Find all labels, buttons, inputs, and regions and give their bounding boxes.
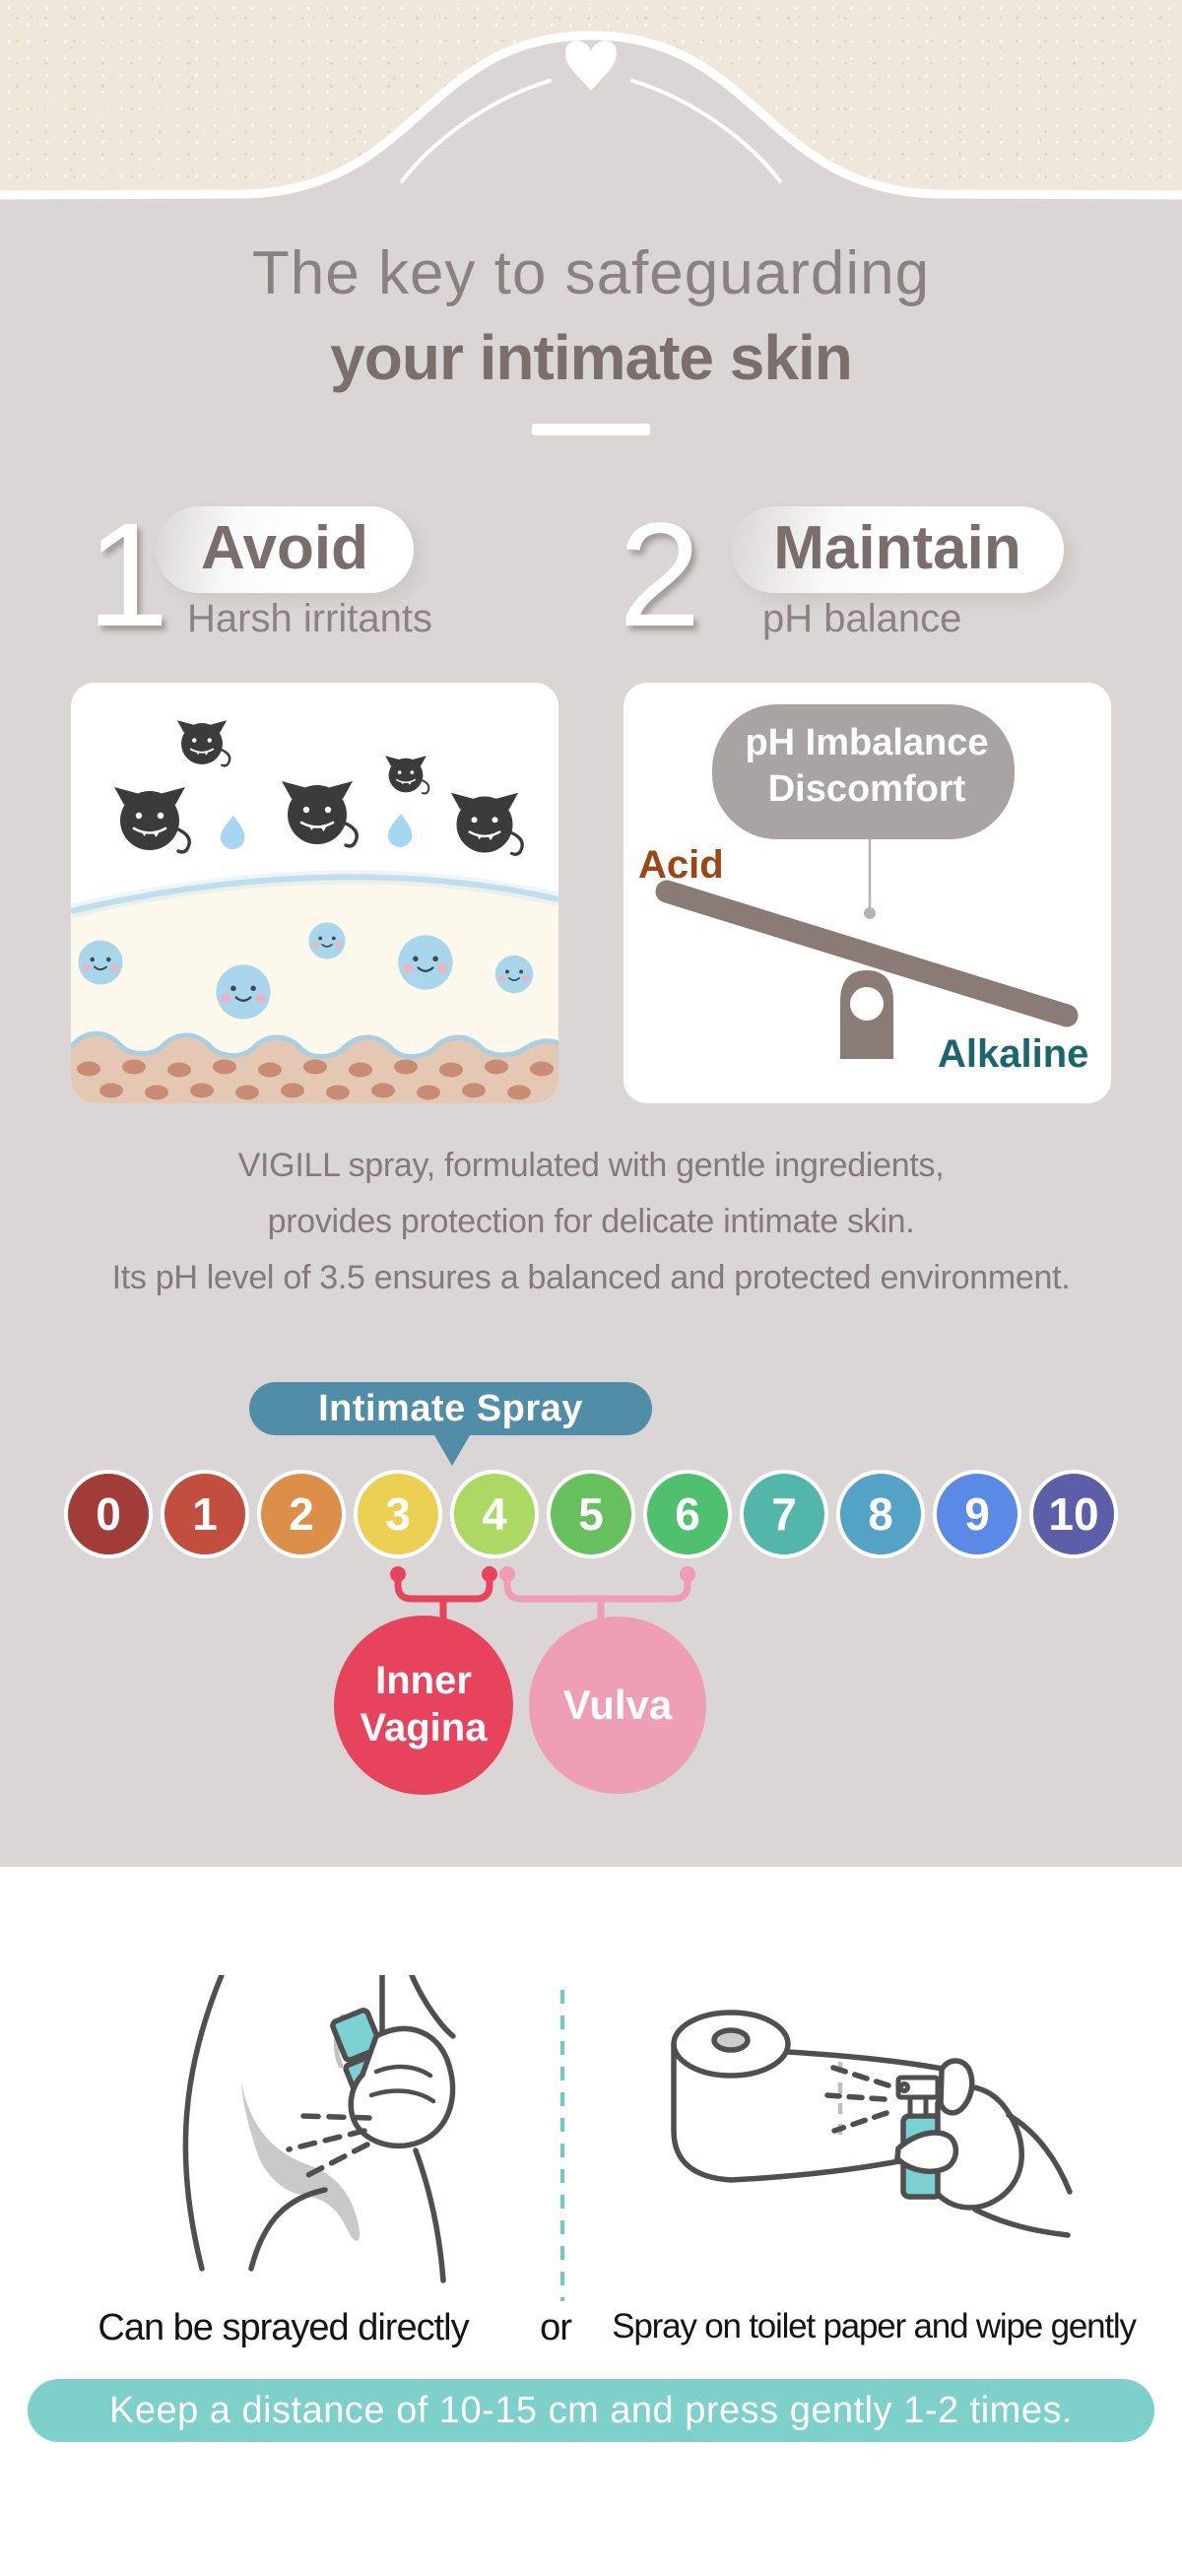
caption-connector: or xyxy=(540,2307,572,2348)
germ-icon xyxy=(175,719,231,767)
ph-value-0: 0 xyxy=(64,1470,153,1558)
good-bacteria-icon xyxy=(397,934,454,991)
ph-value-8: 8 xyxy=(836,1470,925,1558)
hand xyxy=(894,2058,1024,2211)
page-title-line1: The key to safeguarding xyxy=(251,239,931,307)
intimate-spray-callout: Intimate Spray xyxy=(249,1382,652,1435)
finger-line xyxy=(368,2088,436,2104)
step-2-label: Maintain xyxy=(773,514,1021,582)
body-back-curve xyxy=(182,1975,225,2272)
description-paragraph: VIGILL spray, formulated with gentle ing… xyxy=(0,1138,1182,1306)
hand xyxy=(348,2025,456,2148)
step-2-description: pH balance xyxy=(762,597,962,640)
step-2-number: 2 xyxy=(619,492,701,657)
direct-spray-illustration xyxy=(182,1975,456,2283)
ph-value-9: 9 xyxy=(933,1470,1021,1558)
paper-sheet-top xyxy=(785,2049,946,2072)
thumb xyxy=(894,2130,959,2174)
ph-value-4: 4 xyxy=(450,1470,539,1558)
thigh-line-left xyxy=(248,2187,328,2272)
good-bacteria-icon xyxy=(493,954,535,995)
germ-icon xyxy=(112,785,191,854)
ph-value-1: 1 xyxy=(161,1470,249,1558)
ph-seesaw-card xyxy=(624,683,1111,1103)
paper-roll-side xyxy=(671,2041,734,2183)
paragraph-line1: VIGILL spray, formulated with gentle ing… xyxy=(237,1147,945,1184)
ph-value-5: 5 xyxy=(547,1470,635,1558)
arm-line xyxy=(409,1975,456,2039)
bubble-line2: Discomfort xyxy=(767,768,966,810)
paper-sheet-bottom xyxy=(728,2157,907,2183)
caption-toilet-paper: Spray on toilet paper and wipe gently xyxy=(612,2307,1137,2345)
title-underline xyxy=(532,424,650,435)
spray-mist xyxy=(286,2113,372,2182)
dashed-divider xyxy=(560,1990,564,2301)
germ-icon xyxy=(384,755,430,795)
arch-flourish-left xyxy=(400,79,552,183)
good-bacteria-icon xyxy=(215,963,272,1021)
droplet-icon xyxy=(220,816,245,850)
index-finger xyxy=(938,2058,975,2116)
ph-value-7: 7 xyxy=(740,1470,828,1558)
inner-vagina-range: Inner Vagina xyxy=(334,1616,513,1795)
germ-icon xyxy=(280,779,359,848)
page-title-line2: your intimate skin xyxy=(330,322,853,393)
acid-label: Acid xyxy=(638,843,724,887)
step-1-pill: Avoid xyxy=(156,506,414,593)
arch-shape xyxy=(0,31,1182,266)
ph-value-3: 3 xyxy=(354,1470,442,1558)
bottle-cap xyxy=(330,2008,383,2063)
paper-roll-core xyxy=(711,2027,751,2053)
intimate-area-shape xyxy=(241,2081,361,2241)
alkaline-label: Alkaline xyxy=(938,1032,1089,1076)
droplet-icon xyxy=(387,814,413,848)
germ-icon xyxy=(449,791,524,856)
toilet-paper-spray-illustration xyxy=(671,2010,1073,2238)
ph-scale: 0 1 2 3 4 5 6 7 8 9 10 xyxy=(0,1470,1182,1558)
step-1-number: 1 xyxy=(87,492,169,657)
bubble-text: pH Imbalance Discomfort xyxy=(717,720,1017,813)
step-2-pill: Maintain xyxy=(731,506,1064,593)
ph-seesaw-illustration xyxy=(655,704,1079,1059)
thigh-line-right xyxy=(413,2147,446,2283)
skin-layer xyxy=(71,1030,558,1103)
good-bacteria-icon xyxy=(307,921,347,960)
skin-protection-illustration xyxy=(71,719,558,1103)
seesaw-beam xyxy=(655,880,1079,1027)
paragraph-line3: Its pH level of 3.5 ensures a balanced a… xyxy=(111,1259,1071,1296)
bubble-line1: pH Imbalance xyxy=(745,722,989,763)
arm-lines xyxy=(972,2112,1073,2238)
caption-direct-spray: Can be sprayed directly xyxy=(98,2307,469,2348)
vulva-range: Vulva xyxy=(529,1617,706,1794)
heart-icon xyxy=(565,40,617,91)
paragraph-line2: provides protection for delicate intimat… xyxy=(267,1203,915,1240)
finger-line xyxy=(373,2064,433,2079)
usage-instruction-banner: Keep a distance of 10-15 cm and press ge… xyxy=(28,2379,1154,2442)
ph-range-brackets xyxy=(390,1566,695,1636)
ph-value-2: 2 xyxy=(257,1470,346,1558)
inner-vagina-label-line2: Vagina xyxy=(360,1706,488,1750)
bubble-pointer-dot xyxy=(864,907,876,919)
step-1-description: Harsh irritants xyxy=(187,597,432,640)
ph-value-6: 6 xyxy=(643,1470,732,1558)
white-section-background xyxy=(0,1867,1182,2576)
callout-tail xyxy=(431,1430,473,1466)
good-bacteria-icon xyxy=(77,939,124,986)
bottle-nozzle xyxy=(895,2075,941,2119)
spray-mist xyxy=(824,2065,891,2134)
speech-bubble xyxy=(712,704,1015,839)
irritants-illustration-card xyxy=(71,683,558,1103)
pivot-hole xyxy=(850,987,884,1021)
step-1-label: Avoid xyxy=(201,514,368,582)
arch-flourish-right xyxy=(630,79,782,183)
arch-header xyxy=(0,31,1182,266)
ph-value-10: 10 xyxy=(1029,1470,1118,1558)
inner-vagina-label-line1: Inner xyxy=(375,1659,472,1702)
